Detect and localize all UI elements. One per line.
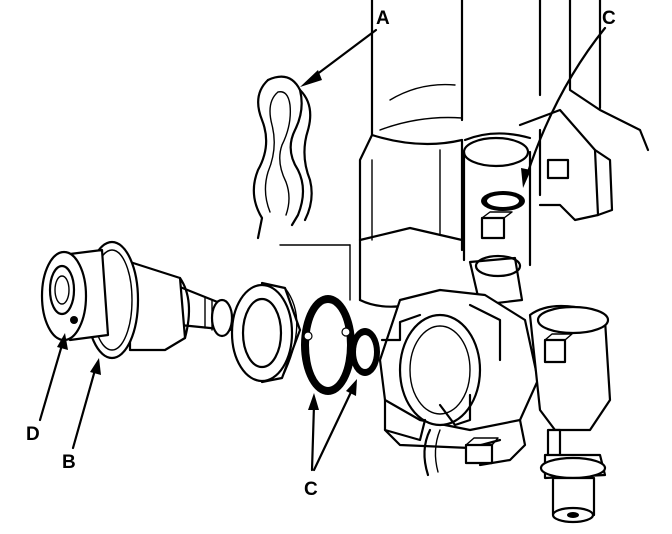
housing-body: [279, 0, 650, 308]
arrow-c-top: [525, 26, 607, 177]
label-c-top: C: [602, 8, 616, 29]
small-o-ring: [350, 328, 380, 376]
arrow-d: [38, 343, 64, 422]
arrow-c-bottom-2: [312, 388, 354, 472]
hairpin-clip: [252, 75, 313, 240]
outlet-pipe: [528, 304, 612, 524]
label-d: D: [26, 424, 40, 445]
large-o-ring: [301, 295, 355, 395]
label-b: B: [62, 452, 76, 473]
label-c-bottom: C: [304, 479, 318, 500]
spacer-ring: [230, 281, 302, 384]
upper-o-ring: [481, 191, 525, 211]
arrow-a: [310, 28, 378, 80]
label-a: A: [376, 8, 390, 29]
arrow-c-bottom-1: [310, 403, 316, 472]
regulator-mount: [378, 254, 540, 477]
arrow-b: [71, 368, 97, 450]
pipe-collar: [462, 108, 614, 267]
leader-arrows: [38, 26, 607, 472]
port-hole: [70, 316, 78, 324]
pressure-regulator: [40, 240, 234, 360]
